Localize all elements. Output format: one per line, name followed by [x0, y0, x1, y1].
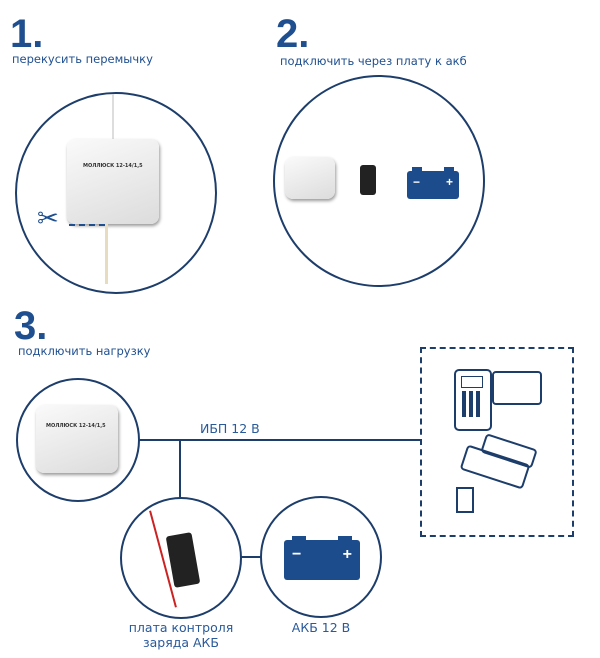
charge-board-image	[165, 532, 201, 588]
cut-line	[69, 224, 105, 226]
battery-icon: −+	[284, 536, 360, 580]
ups-device-image: МОЛЛЮСК 12-14/1,5	[36, 405, 118, 473]
ups-device-image: МОЛЛЮСК 12-14/1,5	[67, 139, 159, 224]
step-1-caption: перекусить перемычку	[12, 52, 153, 66]
battery-label: АКБ 12 В	[291, 620, 351, 635]
step-2-number: 2.	[276, 12, 310, 56]
step-2-circle: −+	[273, 75, 485, 287]
ups-circle: МОЛЛЮСК 12-14/1,5	[16, 378, 140, 502]
step-2-caption: подключить через плату к акб	[280, 54, 467, 68]
battery-connector	[240, 556, 262, 558]
step-1-circle: МОЛЛЮСК 12-14/1,5 ✂	[15, 92, 217, 294]
ups-device-image	[285, 157, 335, 199]
step-3-number: 3.	[14, 304, 48, 348]
door-lock-icon	[492, 371, 542, 405]
camera-mount-icon	[456, 487, 474, 513]
intercom-panel-icon	[454, 369, 492, 431]
board-circle	[120, 497, 242, 619]
load-box	[420, 347, 574, 537]
board-connector	[179, 440, 181, 498]
battery-icon: −+	[407, 167, 459, 199]
charge-board-image	[360, 165, 376, 195]
scissors-icon: ✂	[37, 204, 59, 234]
ups-line	[135, 439, 420, 441]
step-3-caption: подключить нагрузку	[18, 344, 151, 358]
ups-label: ИБП 12 В	[200, 421, 260, 436]
step-1-number: 1.	[10, 12, 44, 56]
board-label: плата контроля заряда АКБ	[128, 620, 234, 650]
battery-circle: −+	[260, 496, 382, 618]
